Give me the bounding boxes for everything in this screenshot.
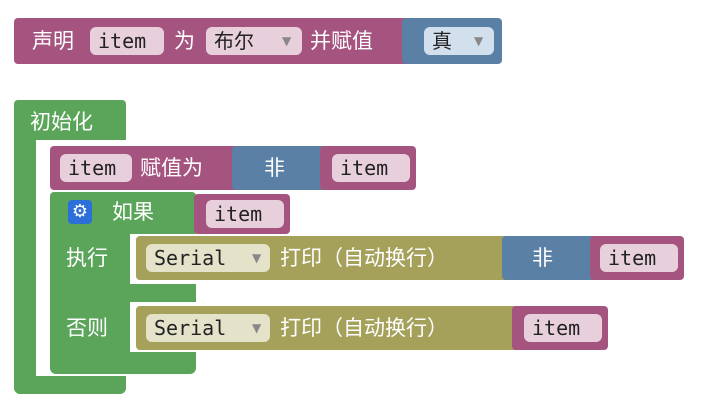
gear-icon[interactable]: ⚙ (68, 200, 92, 224)
do-serial-print-block[interactable]: Serial ▼ 打印（自动换行） (136, 236, 528, 280)
boolean-dropdown[interactable]: 真 (424, 27, 494, 55)
condition-var-field[interactable]: item (206, 200, 284, 228)
do-not-block[interactable]: 非 (502, 236, 600, 280)
do-operand-field[interactable]: item (600, 244, 678, 272)
do-print-label: 打印（自动换行） (280, 246, 448, 270)
else-operand-block[interactable]: item (512, 306, 608, 350)
do-not-label: 非 (532, 246, 553, 270)
type-dropdown-value: 布尔 (214, 29, 254, 53)
not-operand-block[interactable]: item (320, 146, 416, 190)
type-dropdown-arrow-icon: ▼ (282, 34, 292, 48)
else-serial-port-dropdown[interactable]: Serial (146, 314, 270, 342)
if-label: 如果 (112, 200, 154, 224)
boolean-dropdown-value: 真 (432, 29, 452, 53)
do-operand-block[interactable]: item (590, 236, 684, 280)
assign-label: 赋值为 (140, 156, 203, 180)
declare-label: 声明 (32, 29, 74, 53)
else-print-label: 打印（自动换行） (280, 316, 448, 340)
do-serial-dropdown-arrow-icon: ▼ (252, 251, 262, 265)
not-label: 非 (264, 156, 285, 180)
setup-label: 初始化 (30, 110, 93, 134)
condition-block[interactable]: item (194, 194, 290, 234)
assign-var-name-field[interactable]: item (60, 154, 132, 182)
declare-variable-block[interactable]: 声明 item 为 布尔 ▼ 并赋值 (14, 18, 418, 64)
else-label: 否则 (66, 316, 108, 340)
declare-assign-label: 并赋值 (310, 29, 373, 53)
else-serial-port-value: Serial (154, 316, 227, 340)
do-serial-port-dropdown[interactable]: Serial (146, 244, 270, 272)
else-serial-print-block[interactable]: Serial ▼ 打印（自动换行） (136, 306, 528, 350)
declare-as-label: 为 (174, 29, 195, 53)
else-operand-field[interactable]: item (524, 314, 602, 342)
not-operand-field[interactable]: item (332, 154, 410, 182)
not-block[interactable]: 非 (232, 146, 330, 190)
boolean-dropdown-arrow-icon: ▼ (474, 34, 484, 48)
boolean-value-block[interactable]: 真 ▼ (402, 18, 502, 64)
do-label: 执行 (66, 246, 108, 270)
else-serial-dropdown-arrow-icon: ▼ (252, 321, 262, 335)
declare-var-name-field[interactable]: item (90, 27, 164, 55)
type-dropdown[interactable]: 布尔 (206, 27, 302, 55)
do-serial-port-value: Serial (154, 246, 227, 270)
